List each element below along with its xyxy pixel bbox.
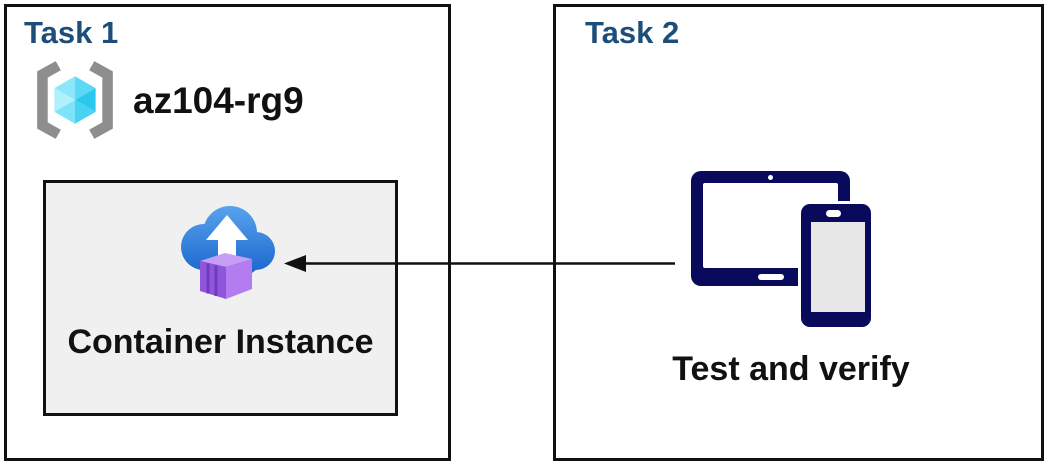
- phone-icon: [801, 204, 871, 327]
- phone-screen: [811, 222, 865, 312]
- tablet-camera-dot: [767, 175, 773, 180]
- container-instances-icon: [181, 206, 275, 299]
- task1-box: Task 1 az104-rg9: [4, 4, 451, 461]
- test-verify-label: Test and verify: [672, 350, 910, 388]
- resource-group-icon: [37, 61, 113, 139]
- task1-title: Task 1: [24, 15, 119, 50]
- phone-speaker: [826, 210, 841, 217]
- tablet-and-phone-icon: [688, 168, 1018, 333]
- task2-title: Task 2: [585, 15, 680, 50]
- container-instance-box: Container Instance: [43, 180, 398, 416]
- resource-group-name: az104-rg9: [133, 80, 304, 121]
- container-instance-label: Container Instance: [67, 323, 374, 361]
- resource-group: az104-rg9: [31, 59, 411, 143]
- task2-box: Task 2 Test and verify: [553, 4, 1044, 461]
- tablet-home-button: [757, 274, 784, 280]
